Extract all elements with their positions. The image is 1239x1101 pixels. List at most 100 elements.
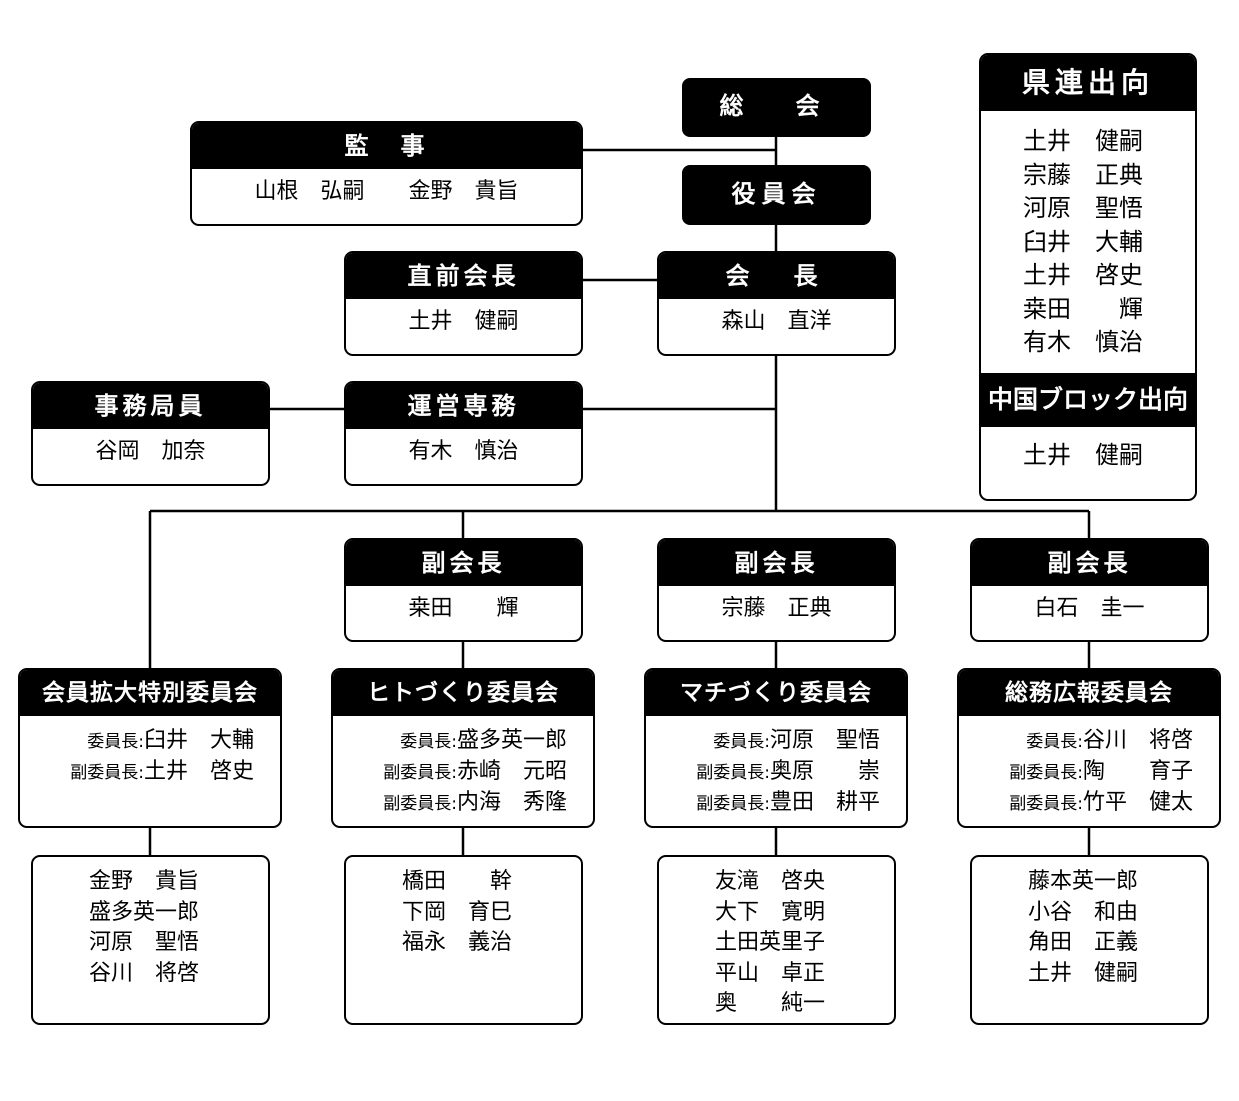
vice-president-title: 副会長 [972,540,1207,586]
list-item: 土田英里子 [715,930,826,955]
prefecture-dispatch-box: 県連出向 土井 健嗣 宗藤 正典 河原 聖悟 臼井 大輔 土井 啓史 桒田 輝 … [979,53,1197,501]
vice-president-name: 白石 圭一 [1034,596,1145,621]
leader-name: 臼井 大輔 [143,728,254,753]
leader-role: 副委員長: [1009,794,1083,814]
list-item: 大下 寛明 [715,899,826,925]
committee-members-box: 金野 貴旨 盛多英一郎 河原 聖悟 谷川 将啓 [31,855,270,1025]
committee-members-list: 友滝 啓央 大下 寛明 土田英里子 平山 卓正 奥 純一 [659,857,894,1020]
president-name: 森山 直洋 [721,309,832,334]
list-item: 金野 貴旨 [89,869,200,894]
auditors-box: 監 事 山根 弘嗣 金野 貴旨 [190,121,583,226]
leader-name: 陶 育子 [1082,759,1193,784]
leader-role: 副委員長: [70,763,144,783]
vice-president-title: 副会長 [659,540,894,586]
committee-title: ヒトづくり委員会 [333,670,593,716]
committee-title: 会員拡大特別委員会 [20,670,280,716]
past-president-name: 土井 健嗣 [408,309,519,334]
vice-president-title: 副会長 [346,540,581,586]
list-item: 河原 聖悟 [1023,194,1143,222]
president-title: 会 長 [659,253,894,299]
list-item: 盛多英一郎 [89,899,200,925]
committee-members-box: 友滝 啓央 大下 寛明 土田英里子 平山 卓正 奥 純一 [657,855,896,1025]
list-item: 桒田 輝 [1023,294,1143,323]
managing-director-title: 運営専務 [346,383,581,429]
leader-name: 竹平 健太 [1082,790,1193,815]
list-item: 臼井 大輔 [1023,227,1143,256]
vice-president-box: 副会長 桒田 輝 [344,538,583,642]
staff-box: 事務局員 谷岡 加奈 [31,381,270,486]
committee-leader-row: 委員長:臼井 大輔 [20,726,280,757]
past-president-title: 直前会長 [346,253,581,299]
past-president-box: 直前会長 土井 健嗣 [344,251,583,356]
leader-role: 委員長: [1026,732,1083,752]
leader-name: 内海 秀隆 [456,790,567,815]
committee-members-list: 金野 貴旨 盛多英一郎 河原 聖悟 谷川 将啓 [33,857,268,989]
leader-role: 副委員長: [383,763,457,783]
vice-president-box: 副会長 白石 圭一 [970,538,1209,642]
leader-name: 豊田 耕平 [769,790,880,815]
committee-leader-row: 副委員長:土井 啓史 [20,757,280,788]
committee-leader-row: 副委員長:赤崎 元昭 [333,757,593,788]
managing-director-name: 有木 慎治 [408,439,519,464]
list-item: 土井 健嗣 [1023,441,1143,469]
list-item: 友滝 啓央 [715,869,826,894]
leader-role: 委員長: [400,732,457,752]
list-item: 谷川 将啓 [89,960,200,986]
list-item: 橋田 幹 [402,869,513,894]
list-item: 福永 義治 [402,930,513,955]
general-assembly-box: 総 会 [682,78,871,137]
list-item: 宗藤 正典 [1023,160,1143,189]
prefecture-dispatch-list: 土井 健嗣 宗藤 正典 河原 聖悟 臼井 大輔 土井 啓史 桒田 輝 有木 慎治 [981,111,1195,373]
committee-box: 総務広報委員会 委員長:谷川 将啓 副委員長:陶 育子 副委員長:竹平 健太 [957,668,1221,828]
vice-president-box: 副会長 宗藤 正典 [657,538,896,642]
staff-title: 事務局員 [33,383,268,429]
leader-name: 盛多英一郎 [456,728,567,753]
leader-role: 副委員長: [696,794,770,814]
committee-members-list: 藤本英一郎 小谷 和由 角田 正義 土井 健嗣 [972,857,1207,989]
committee-box: 会員拡大特別委員会 委員長:臼井 大輔 副委員長:土井 啓史 [18,668,282,828]
committee-title: マチづくり委員会 [646,670,906,716]
leader-role: 委員長: [87,732,144,752]
list-item: 小谷 和由 [1028,899,1139,925]
list-item: 土井 健嗣 [1023,127,1143,155]
list-item: 土井 健嗣 [1028,960,1139,986]
committee-members-box: 藤本英一郎 小谷 和由 角田 正義 土井 健嗣 [970,855,1209,1025]
committee-members-list: 橋田 幹 下岡 育巳 福永 義治 [346,857,581,959]
list-item: 土井 啓史 [1023,261,1143,289]
list-item: 平山 卓正 [715,960,826,986]
list-item: 河原 聖悟 [89,930,200,955]
officers-meeting-box: 役員会 [682,165,871,225]
list-item: 藤本英一郎 [1028,869,1139,894]
leader-name: 谷川 将啓 [1082,728,1193,753]
committee-box: ヒトづくり委員会 委員長:盛多英一郎 副委員長:赤崎 元昭 副委員長:内海 秀隆 [331,668,595,828]
committee-leader-row: 副委員長:陶 育子 [959,757,1219,788]
committee-leader-row: 副委員長:奥原 崇 [646,757,906,788]
committee-leader-row: 委員長:盛多英一郎 [333,726,593,757]
leader-name: 河原 聖悟 [769,728,880,753]
committee-leader-row: 副委員長:竹平 健太 [959,788,1219,819]
leader-name: 赤崎 元昭 [456,759,567,784]
committee-members-box: 橋田 幹 下岡 育巳 福永 義治 [344,855,583,1025]
list-item: 奥 純一 [715,991,826,1016]
prefecture-dispatch-title: 県連出向 [981,55,1195,111]
committee-leader-row: 副委員長:豊田 耕平 [646,788,906,819]
committee-leader-row: 委員長:河原 聖悟 [646,726,906,757]
chugoku-dispatch-title: 中国ブロック出向 [981,373,1195,427]
auditors-title: 監 事 [192,123,581,169]
officers-meeting-label: 役員会 [731,180,822,208]
leader-role: 委員長: [713,732,770,752]
leader-name: 奥原 崇 [769,759,880,784]
leader-name: 土井 啓史 [143,759,254,784]
list-item: 有木 慎治 [1023,328,1143,356]
committee-leader-row: 委員長:谷川 将啓 [959,726,1219,757]
vice-president-name: 桒田 輝 [408,596,519,621]
leader-role: 副委員長: [383,794,457,814]
committee-box: マチづくり委員会 委員長:河原 聖悟 副委員長:奥原 崇 副委員長:豊田 耕平 [644,668,908,828]
list-item: 下岡 育巳 [402,899,513,925]
chugoku-dispatch-list: 土井 健嗣 [981,427,1195,473]
auditors-members: 山根 弘嗣 金野 貴旨 [254,179,519,204]
staff-name: 谷岡 加奈 [95,439,206,464]
president-box: 会 長 森山 直洋 [657,251,896,356]
managing-director-box: 運営専務 有木 慎治 [344,381,583,486]
